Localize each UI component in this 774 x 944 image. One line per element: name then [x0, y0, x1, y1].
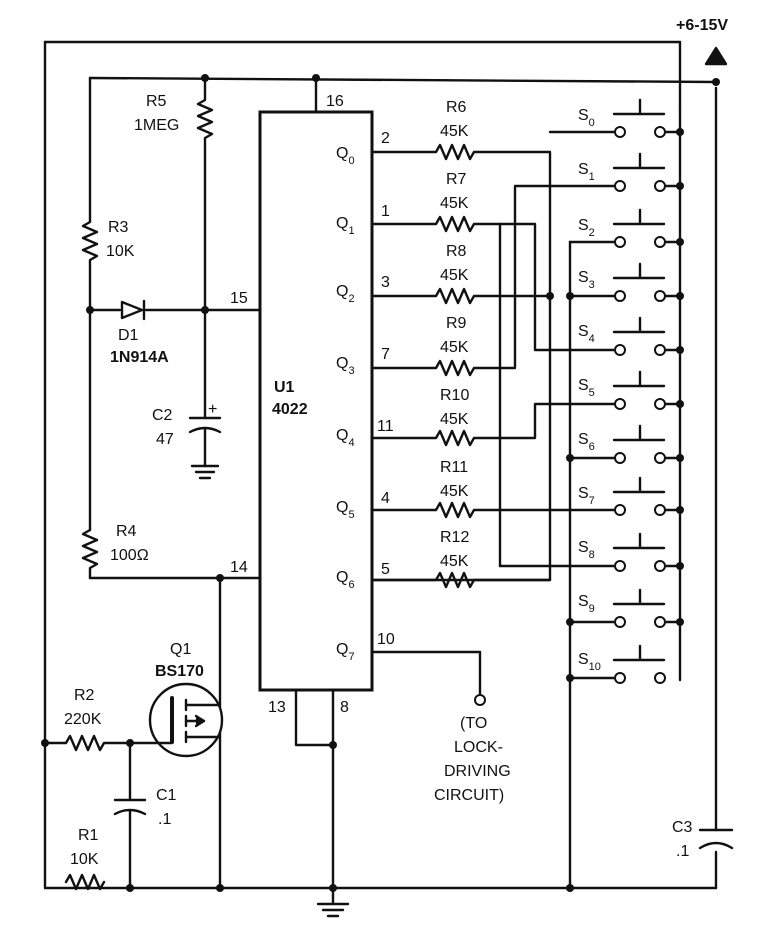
lock-drive-terminal	[474, 694, 486, 706]
output-q2: Q2	[336, 283, 355, 305]
reset-rc	[43, 734, 147, 891]
r10-value: 45K	[440, 411, 469, 428]
switch-s6-label: S6	[578, 431, 595, 453]
u1-ref: U1	[274, 379, 295, 396]
switch-s0-label: S0	[578, 107, 595, 129]
c2-ref: C2	[152, 407, 173, 424]
pin-q5: 4	[381, 490, 390, 507]
r2-ref: R2	[74, 687, 95, 704]
switch-s4-label: S4	[578, 323, 595, 345]
pin-15: 15	[230, 290, 248, 307]
pin-13: 13	[268, 699, 286, 716]
output-q0: Q0	[336, 145, 355, 167]
r6-value: 45K	[440, 123, 469, 140]
r3-ref: R3	[108, 219, 129, 236]
r1-ref: R1	[78, 827, 99, 844]
pin-16: 16	[326, 93, 344, 110]
output-q5: Q5	[336, 499, 355, 521]
switch-s8-label: S8	[578, 539, 595, 561]
switch-s10-label: S10	[578, 651, 601, 673]
q1-mosfet	[128, 576, 224, 890]
note-line-2: LOCK-	[454, 739, 503, 756]
switch-junctions	[566, 128, 684, 892]
pin-q4: 11	[377, 418, 394, 435]
note-line-1: (TO	[460, 715, 487, 732]
switch-s3-label: S3	[578, 269, 595, 291]
timing-network	[81, 76, 222, 580]
r11-value: 45K	[440, 483, 469, 500]
pin-q2: 3	[381, 274, 390, 291]
c3-capacitor	[698, 828, 734, 850]
switch-s9-label: S9	[578, 593, 595, 615]
pin-q6: 5	[381, 561, 390, 578]
r5-ref: R5	[146, 93, 167, 110]
switch-s2-label: S2	[578, 217, 595, 239]
r4-value: 100Ω	[110, 547, 149, 564]
r4-ref: R4	[116, 523, 137, 540]
r12-ref: R12	[440, 529, 469, 546]
switch-s5-label: S5	[578, 377, 595, 399]
r1-value: 10K	[70, 851, 99, 868]
r9-value: 45K	[440, 339, 469, 356]
r9-ref: R9	[446, 315, 467, 332]
r6-ref: R6	[446, 99, 467, 116]
q1-part: BS170	[155, 663, 204, 680]
r12-value: 45K	[440, 553, 469, 570]
output-q3: Q3	[336, 355, 355, 377]
supply-voltage-label: +6-15V	[676, 17, 728, 34]
r7-ref: R7	[446, 171, 467, 188]
pin-q0: 2	[381, 130, 390, 147]
r10-ref: R10	[440, 387, 469, 404]
pin-q1: 1	[381, 203, 390, 220]
note-line-4: CIRCUIT)	[434, 787, 504, 804]
output-resistor-network	[370, 130, 622, 589]
c1-value: .1	[158, 811, 171, 828]
r3-value: 10K	[106, 243, 135, 260]
output-q4: Q4	[336, 427, 355, 449]
d1-part: 1N914A	[110, 349, 169, 366]
pin-8: 8	[340, 699, 349, 716]
pin-q7: 10	[377, 631, 395, 648]
note-line-3: DRIVING	[444, 763, 511, 780]
ic-output-labels: Q0 Q1 Q2 Q3 Q4 Q5 Q6 Q7	[336, 145, 355, 663]
switch-labels: S0 S1 S2 S3 S4 S5 S6 S7 S8 S9 S10	[578, 107, 601, 673]
c3-ref: C3	[672, 819, 693, 836]
r2-value: 220K	[64, 711, 102, 728]
r8-ref: R8	[446, 243, 467, 260]
r7-value: 45K	[440, 195, 469, 212]
c2-polarity: +	[208, 401, 217, 418]
junction-q2	[546, 292, 554, 300]
ic-pin-wires	[88, 76, 482, 890]
c3-value: .1	[676, 843, 689, 860]
u1-ic: U1 4022	[258, 110, 374, 692]
r5-value: 1MEG	[134, 117, 179, 134]
d1-ref: D1	[118, 327, 139, 344]
c2-value: 47	[156, 431, 174, 448]
lock-driving-note: (TO LOCK- DRIVING CIRCUIT)	[434, 715, 511, 804]
q1-ref: Q1	[170, 641, 191, 658]
ground-symbol	[316, 886, 350, 918]
output-resistor-labels: R6 45K R7 45K R8 45K R9 45K R10 45K R11 …	[440, 99, 469, 570]
output-q7: Q7	[336, 641, 355, 663]
u1-part: 4022	[272, 401, 308, 418]
r8-value: 45K	[440, 267, 469, 284]
r11-ref: R11	[440, 459, 468, 476]
switch-s7-label: S7	[578, 485, 595, 507]
c1-ref: C1	[156, 787, 177, 804]
switch-s1-label: S1	[578, 161, 595, 183]
pin-q3: 7	[381, 346, 390, 363]
pin-14: 14	[230, 559, 248, 576]
output-q1: Q1	[336, 215, 355, 237]
output-q6: Q6	[336, 569, 355, 591]
